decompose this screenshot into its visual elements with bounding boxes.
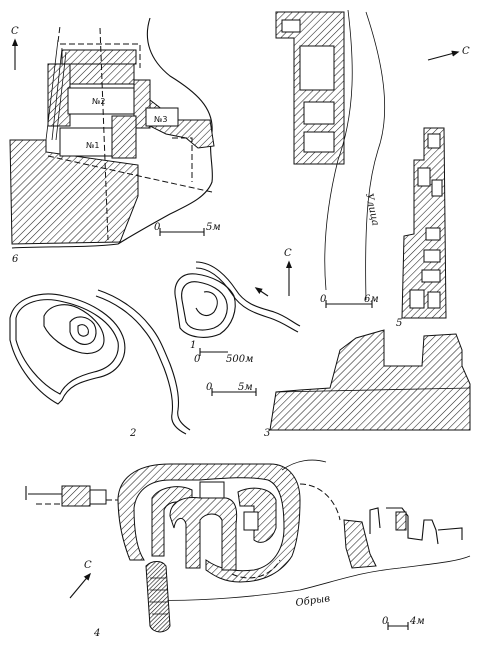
room-lower-2	[417, 167, 431, 187]
north-arrow-4	[69, 572, 91, 599]
room-1-outline	[59, 127, 113, 157]
dashed-outer-arc	[299, 483, 341, 521]
scale-5-label: 6м	[364, 294, 379, 305]
room-3-label: №3	[154, 115, 167, 124]
gate-tower	[145, 561, 171, 633]
scale-bar-2: 0 5м	[206, 382, 257, 396]
room-2-label: №2	[92, 97, 105, 106]
hatched-wall-top	[61, 49, 137, 65]
hatched-terrace	[9, 139, 139, 245]
room-lower-3	[431, 179, 443, 197]
ravine-edge	[149, 555, 471, 601]
scale-bar-5: 0 6м	[320, 294, 379, 308]
room-lower-4	[425, 227, 441, 241]
north-arrow-5a	[427, 50, 460, 61]
flow-arrow-1	[254, 287, 269, 297]
scale-bar-6: 0 5м	[154, 222, 221, 236]
street-edge-left	[324, 9, 353, 291]
left-extension-line	[25, 486, 62, 500]
site-2-outer-enclosure-inner-line	[15, 299, 119, 395]
room-upper-2	[299, 45, 335, 91]
room-3-outline	[145, 107, 179, 127]
room-lower-7	[409, 289, 425, 309]
site-1-inner-enclosure	[181, 281, 228, 331]
site-1-inner-curve	[195, 291, 218, 317]
site-2-river	[97, 289, 191, 431]
room-upper-1	[281, 19, 301, 33]
right-ruin-outline	[369, 507, 463, 545]
right-wall-fragment	[343, 519, 377, 569]
plan-figure-5: Улица С С 0 6м 5	[275, 9, 470, 329]
street-edge-right	[365, 11, 386, 301]
right-small-block	[395, 511, 407, 531]
site-2-core	[77, 324, 89, 337]
site-2-inner-enclosure	[69, 316, 97, 345]
steep-slope-hachures	[45, 39, 67, 141]
hatched-wall-right	[149, 98, 215, 149]
plan-figure-3: 3	[264, 329, 471, 439]
cell-a	[199, 481, 225, 499]
scale-5-zero: 0	[320, 294, 327, 305]
room-upper-3	[303, 101, 335, 125]
room-lower-1	[427, 133, 441, 149]
scale-6-zero: 0	[154, 222, 161, 233]
figure-5-number: 5	[396, 318, 402, 329]
plan-figure-1: 0 500м 1	[174, 261, 301, 365]
room-upper-4	[303, 131, 335, 153]
scale-1-zero: 0	[194, 354, 201, 365]
cell-b	[243, 511, 259, 531]
street-label: Улица	[363, 192, 381, 227]
dashed-left-link	[36, 499, 118, 505]
main-enclosure-wall	[117, 463, 301, 583]
scale-1-label: 500м	[226, 354, 253, 365]
plan-figure-6: №2 №1 №3 С 0 5м 6	[9, 17, 221, 265]
hatched-partition	[111, 115, 137, 159]
dashed-cross-line	[47, 27, 213, 241]
figure-2-number: 2	[129, 428, 136, 439]
inner-chamber-center	[169, 497, 238, 571]
room-lower-5	[423, 249, 441, 263]
site-2-middle-enclosure	[43, 304, 105, 355]
room-lower-6	[421, 269, 441, 283]
site-1-river	[195, 261, 301, 327]
north-label-4: С	[84, 560, 92, 571]
scale-4-zero: 0	[382, 616, 389, 627]
profile-ground-line	[275, 387, 471, 393]
dashed-inner-arc	[231, 559, 281, 579]
room-lower-8	[427, 291, 441, 309]
profile-base-platform	[269, 329, 471, 431]
scale-4-label: 4м	[409, 616, 425, 627]
plan-figure-4: С Обрыв 0 4м 4	[25, 459, 471, 639]
figure-6-number: 6	[12, 254, 19, 265]
scale-2-zero: 0	[206, 382, 213, 393]
scale-bar-1: 0 500м	[194, 348, 253, 365]
north-label-5b: С	[284, 248, 292, 259]
site-2-river-bank	[95, 295, 187, 435]
dashed-outline-top	[57, 25, 141, 68]
figure-3-number: 3	[264, 428, 270, 439]
room-2-outline	[67, 87, 135, 115]
figure-4-number: 4	[93, 628, 100, 639]
plan-figure-2: 0 5м 2	[9, 289, 257, 439]
hatched-left-fragment	[61, 485, 91, 507]
dashed-right-line	[172, 137, 193, 182]
scale-2-label: 5м	[238, 382, 253, 393]
scale-bar-4: 0 4м	[382, 616, 425, 630]
north-label-6: С	[11, 26, 19, 37]
figure-1-number: 1	[190, 340, 196, 351]
north-label-5a: С	[462, 46, 470, 57]
hatched-arc-bank	[281, 459, 327, 471]
terrain-outline	[11, 17, 213, 249]
room-1-label: №1	[86, 141, 99, 150]
site-2-outer-enclosure	[9, 293, 126, 405]
gate-tower-steps	[150, 577, 168, 615]
site-1-river-bank	[195, 267, 299, 333]
left-gate-block	[89, 489, 107, 505]
ravine-label: Обрыв	[295, 593, 331, 609]
scale-6-label: 5м	[206, 222, 221, 233]
